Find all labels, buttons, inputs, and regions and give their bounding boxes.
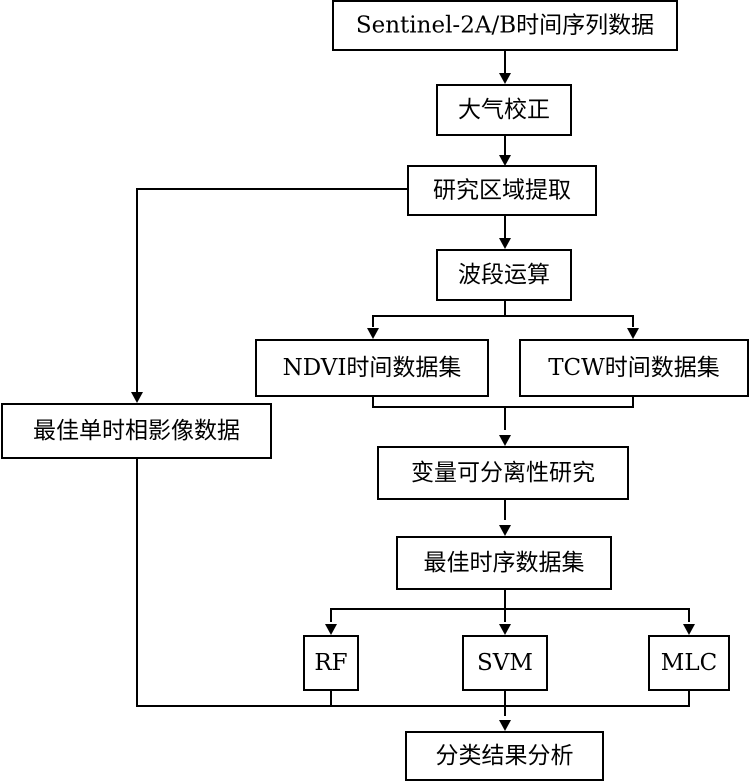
node-rf-label: RF: [314, 650, 347, 676]
node-tcw: TCW时间数据集: [519, 339, 749, 397]
node-best-single: 最佳单时相影像数据: [1, 403, 272, 459]
arrowhead: [367, 328, 379, 339]
node-separability: 变量可分离性研究: [377, 446, 629, 500]
arrowhead: [499, 624, 511, 635]
node-best-single-label: 最佳单时相影像数据: [33, 418, 240, 444]
arrowhead: [499, 155, 511, 166]
node-ndvi: NDVI时间数据集: [255, 339, 489, 397]
arrowheads: [131, 73, 695, 731]
node-band-calc-label: 波段运算: [458, 262, 550, 288]
arrowhead: [499, 525, 511, 536]
arrowhead: [499, 720, 511, 731]
node-band-calc: 波段运算: [436, 249, 572, 301]
node-atmos-label: 大气校正: [458, 97, 550, 123]
arrowhead: [499, 238, 511, 249]
arrowhead: [627, 328, 639, 339]
node-ndvi-label: NDVI时间数据集: [283, 355, 462, 381]
arrowhead: [499, 435, 511, 446]
node-mlc-label: MLC: [661, 650, 717, 676]
node-sentinel-label: Sentinel-2A/B时间序列数据: [356, 13, 654, 39]
node-mlc: MLC: [648, 635, 730, 691]
edge-merge-ndvi-tcw: [372, 396, 634, 408]
node-sentinel: Sentinel-2A/B时间序列数据: [332, 0, 678, 51]
node-best-series-label: 最佳时序数据集: [424, 550, 585, 576]
node-best-series: 最佳时序数据集: [396, 536, 612, 590]
node-rf: RF: [303, 635, 359, 691]
edge-band-split: [372, 315, 634, 327]
arrowhead: [131, 392, 143, 403]
edge-bottom-merge: [136, 458, 690, 707]
connectors: [136, 50, 690, 716]
arrowhead: [683, 624, 695, 635]
node-svm-label: SVM: [477, 650, 533, 676]
edge-extract-best-single: [136, 188, 408, 395]
arrowhead: [325, 624, 337, 635]
node-atmos: 大气校正: [436, 84, 572, 136]
node-result: 分类结果分析: [405, 731, 604, 781]
node-tcw-label: TCW时间数据集: [548, 355, 720, 381]
node-extract: 研究区域提取: [407, 165, 597, 216]
node-separability-label: 变量可分离性研究: [411, 460, 595, 486]
arrowhead: [499, 73, 511, 84]
node-svm: SVM: [462, 635, 548, 691]
node-extract-label: 研究区域提取: [433, 178, 571, 204]
edge-series-split: [330, 608, 690, 622]
node-result-label: 分类结果分析: [436, 743, 574, 769]
